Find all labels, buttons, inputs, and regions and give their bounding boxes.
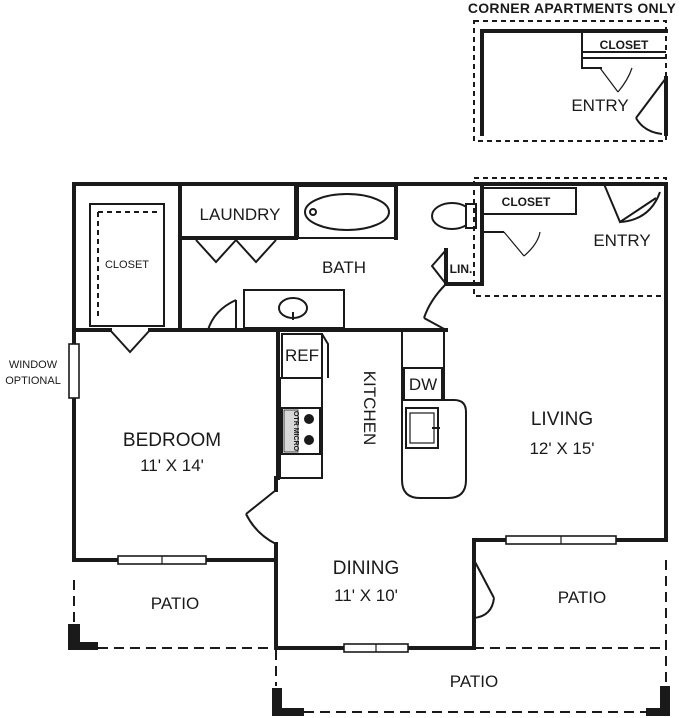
bedroom-closet: CLOSET	[72, 182, 238, 354]
kitchen-label: KITCHEN	[360, 371, 379, 446]
window-label-line1: WINDOW	[9, 359, 58, 371]
laundry-label: LAUNDRY	[200, 205, 281, 224]
dishwasher-box	[403, 367, 443, 401]
linen-closet: LIN.	[430, 210, 484, 286]
vanity-counter	[243, 289, 345, 329]
ref-label: REF	[285, 346, 319, 365]
inset-entry-door-swing	[635, 77, 667, 135]
entry-zone: CLOSET ENTRY	[473, 177, 667, 297]
living-name: LIVING	[531, 409, 593, 430]
entry-closet-label: CLOSET	[502, 195, 551, 209]
patio-bottom-label: PATIO	[450, 672, 499, 691]
patio-right-label: PATIO	[558, 588, 607, 607]
counter-left	[279, 377, 323, 479]
entry-label: ENTRY	[593, 231, 650, 250]
patio-left-label: PATIO	[151, 594, 200, 613]
range-micro-label: OTR MICRO	[292, 411, 299, 452]
entry-dashed-boundary	[473, 177, 667, 297]
inset-walls	[480, 29, 668, 136]
laundry-area: LAUNDRY	[178, 182, 298, 264]
linen-label: LIN.	[450, 262, 473, 276]
inset-closet-door-swing	[599, 67, 633, 93]
corner-apartments-note: CORNER APARTMENTS ONLY	[468, 0, 677, 16]
dining-area: DINING 11' X 10'	[333, 558, 409, 653]
bath-label: BATH	[322, 258, 366, 277]
dw-label: DW	[409, 375, 437, 394]
corner-apartment-inset: CORNER APARTMENTS ONLY CLOSET ENTRY	[468, 0, 677, 142]
kitchen-area: REF OTR MICRO KITCHEN DW	[276, 328, 467, 499]
bath-area: BATH	[207, 182, 477, 332]
patio-bottom: PATIO	[272, 560, 670, 716]
patio-right: PATIO	[473, 559, 607, 619]
inset-closet-label: CLOSET	[600, 38, 649, 52]
living-area: LIVING 12' X 15'	[505, 409, 617, 545]
inset-closet-walls	[581, 31, 666, 69]
dining-name: DINING	[333, 558, 400, 579]
living-size: 12' X 15'	[529, 439, 594, 458]
window-icon	[68, 343, 80, 399]
window-label-line2: OPTIONAL	[5, 375, 61, 387]
inset-entry-label: ENTRY	[571, 96, 628, 115]
patio-left: PATIO	[68, 580, 276, 650]
bedroom-area: BEDROOM 11' X 14'	[117, 430, 278, 565]
refrigerator-box	[281, 333, 323, 379]
kitchen-island	[401, 330, 467, 499]
bedroom-name: BEDROOM	[123, 430, 221, 451]
optional-window: WINDOW OPTIONAL	[5, 343, 80, 399]
bedroom-size: 11' X 14'	[140, 456, 204, 475]
toilet-icon	[431, 202, 477, 230]
dining-size: 11' X 10'	[334, 586, 398, 605]
bedroom-closet-label: CLOSET	[105, 259, 149, 271]
range-icon: OTR MICRO	[281, 407, 321, 455]
